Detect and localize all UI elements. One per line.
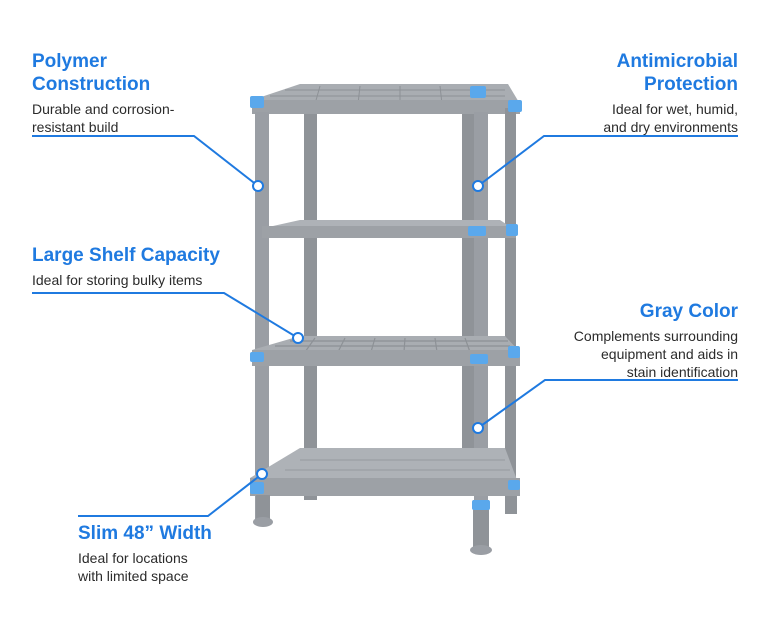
back-right-post <box>462 98 475 478</box>
feature-description: Durable and corrosion- resistant build <box>32 101 175 135</box>
feature-large-shelf-capacity: Large Shelf Capacity Ideal for storing b… <box>32 244 262 289</box>
feature-description: Ideal for wet, humid, and dry environmen… <box>603 101 738 135</box>
callout-dot-width <box>256 468 268 480</box>
callout-dot-gray <box>472 422 484 434</box>
feature-title: Polymer Construction <box>32 51 151 95</box>
feature-gray-color: Gray Color Complements surrounding equip… <box>518 300 738 381</box>
front-left-foot <box>256 495 270 519</box>
corner-caps <box>250 86 522 510</box>
top-shelf-front <box>252 100 520 114</box>
feature-title: Slim 48” Width <box>78 523 212 544</box>
feature-slim-width: Slim 48” Width Ideal for locations with … <box>78 522 278 585</box>
second-shelf-front <box>262 226 516 238</box>
front-right-foot <box>473 500 489 548</box>
callout-line-antimicrobial <box>477 135 738 187</box>
feature-polymer-construction: Polymer Construction Durable and corrosi… <box>32 50 232 136</box>
third-shelf-deck <box>252 336 520 352</box>
back-right-foot <box>505 496 517 514</box>
callout-line-capacity <box>32 292 299 339</box>
bottom-shelf-front <box>250 478 520 496</box>
feature-description: Ideal for storing bulky items <box>32 272 203 288</box>
third-shelf-vents <box>275 337 510 353</box>
callout-dot-polymer <box>252 180 264 192</box>
callout-dot-antimicrobial <box>472 180 484 192</box>
front-right-foot-pad <box>470 545 492 555</box>
feature-title: Gray Color <box>639 301 738 322</box>
back-left-post <box>304 100 317 500</box>
callout-line-gray <box>477 379 738 429</box>
feature-title: Antimicrobial Protection <box>616 51 738 95</box>
callout-dot-capacity <box>292 332 304 344</box>
feature-description: Complements surrounding equipment and ai… <box>573 328 738 380</box>
front-left-foot-pad <box>253 517 273 527</box>
feature-description: Ideal for locations with limited space <box>78 550 189 584</box>
callout-lines <box>32 135 738 517</box>
callout-dots <box>252 180 484 480</box>
callout-line-width <box>78 473 263 517</box>
side-right-post <box>505 108 516 512</box>
bottom-shelf-grid <box>285 459 510 471</box>
feature-title: Large Shelf Capacity <box>32 245 220 266</box>
callout-line-polymer <box>32 135 259 187</box>
feature-antimicrobial-protection: Antimicrobial Protection Ideal for wet, … <box>538 50 738 136</box>
third-shelf-front <box>252 350 520 366</box>
